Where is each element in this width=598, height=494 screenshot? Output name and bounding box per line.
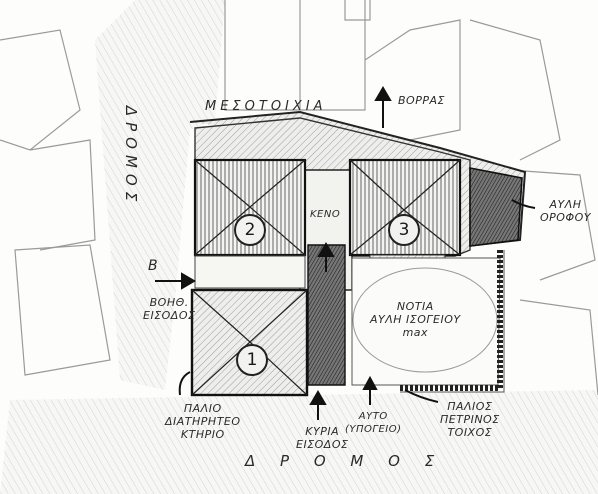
roof-court-area bbox=[469, 167, 523, 247]
building-1-number: 1 bbox=[236, 344, 268, 376]
label-old-stone-wall: ΠΑΛΙΟΣ ΠΕΤΡΙΝΟΣ ΤΟΙΧΟΣ bbox=[440, 400, 500, 439]
arrows bbox=[155, 86, 536, 420]
label-street-south: Δ Ρ Ο Μ Ο Σ bbox=[245, 452, 445, 470]
label-void: ΚΕΝΟ bbox=[310, 209, 341, 220]
label-old-listed-building: ΠΑΛΙΟ ΔΙΑΤΗΡΗΤΕΟ ΚΤΗΡΙΟ bbox=[165, 402, 241, 441]
neighbour-outlines bbox=[0, 0, 598, 396]
label-entry-letter: B bbox=[148, 258, 159, 274]
building-2-ridges bbox=[194, 159, 306, 256]
west-street-shading bbox=[95, 0, 225, 390]
building-3-number: 3 bbox=[388, 214, 420, 246]
stone-wall bbox=[400, 250, 503, 391]
label-car-basement: ΑΥΤΟ (ΥΠΟΓΕΙΟ) bbox=[345, 411, 402, 435]
label-north: ΒΟΡΡΑΣ bbox=[398, 94, 445, 107]
label-street-west: ΔΡΟΜΟΣ bbox=[122, 105, 141, 208]
label-south-court: ΝΟΤΙΑ ΑΥΛΗ ΙΣΟΓΕΙΟΥ max bbox=[370, 300, 461, 339]
label-party-wall: ΜΕΣΟΤΟΙΧΙΑ bbox=[205, 99, 327, 114]
label-roof-court: ΑΥΛΗ ΟΡΟΦΟΥ bbox=[540, 198, 591, 224]
south-street-shading bbox=[0, 390, 598, 494]
passage bbox=[194, 255, 306, 289]
building-2-number: 2 bbox=[234, 214, 266, 246]
label-secondary-entrance: ΒΟΗΘ. ΕΙΣΟΔΟΣ bbox=[143, 296, 196, 322]
label-main-entrance: ΚΥΡΙΑ ΕΙΣΟΔΟΣ bbox=[296, 425, 349, 451]
